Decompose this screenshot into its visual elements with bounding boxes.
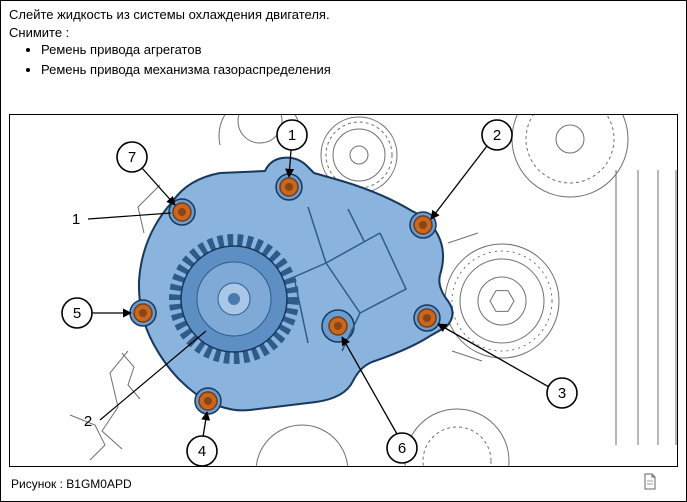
bullet-timing-belt: Ремень привода механизма газораспределен… bbox=[41, 61, 331, 79]
part-label-group: 1 2 bbox=[72, 211, 207, 430]
svg-text:3: 3 bbox=[558, 385, 566, 402]
svg-text:2: 2 bbox=[493, 127, 501, 144]
engine-background-art bbox=[69, 115, 677, 466]
svg-text:4: 4 bbox=[198, 443, 206, 460]
callout-6: 6 bbox=[341, 336, 418, 464]
instruction-line-drain: Слейте жидкость из системы охлаждения дв… bbox=[9, 7, 330, 22]
svg-text:6: 6 bbox=[398, 440, 406, 457]
svg-text:5: 5 bbox=[73, 305, 81, 322]
part-label-2: 2 bbox=[84, 330, 207, 430]
callout-3: 3 bbox=[437, 323, 578, 409]
callout-5: 5 bbox=[61, 297, 132, 329]
pump-bolts bbox=[133, 177, 437, 411]
svg-text:2: 2 bbox=[84, 413, 92, 430]
callout-2: 2 bbox=[430, 119, 513, 220]
callout-7: 7 bbox=[116, 141, 176, 206]
svg-text:1: 1 bbox=[72, 211, 80, 228]
callout-4: 4 bbox=[186, 411, 218, 466]
part-label-1: 1 bbox=[72, 211, 172, 228]
figure-caption: Рисунок : B1GM0APD bbox=[11, 477, 132, 491]
figure-frame: 7 1 2 5 bbox=[9, 114, 678, 467]
callout-group: 7 1 2 5 bbox=[61, 119, 578, 466]
callout-1: 1 bbox=[276, 119, 308, 178]
svg-text:7: 7 bbox=[128, 149, 136, 166]
bullet-accessory-belt: Ремень привода агрегатов bbox=[41, 41, 331, 59]
figure-page-icon[interactable] bbox=[642, 473, 658, 490]
instruction-line-remove: Снимите : bbox=[9, 25, 70, 40]
pump-sprocket bbox=[169, 234, 299, 364]
removal-bullet-list: Ремень привода агрегатов Ремень привода … bbox=[25, 41, 331, 81]
svg-text:1: 1 bbox=[288, 127, 296, 144]
water-pump-diagram: 7 1 2 5 bbox=[61, 115, 677, 466]
